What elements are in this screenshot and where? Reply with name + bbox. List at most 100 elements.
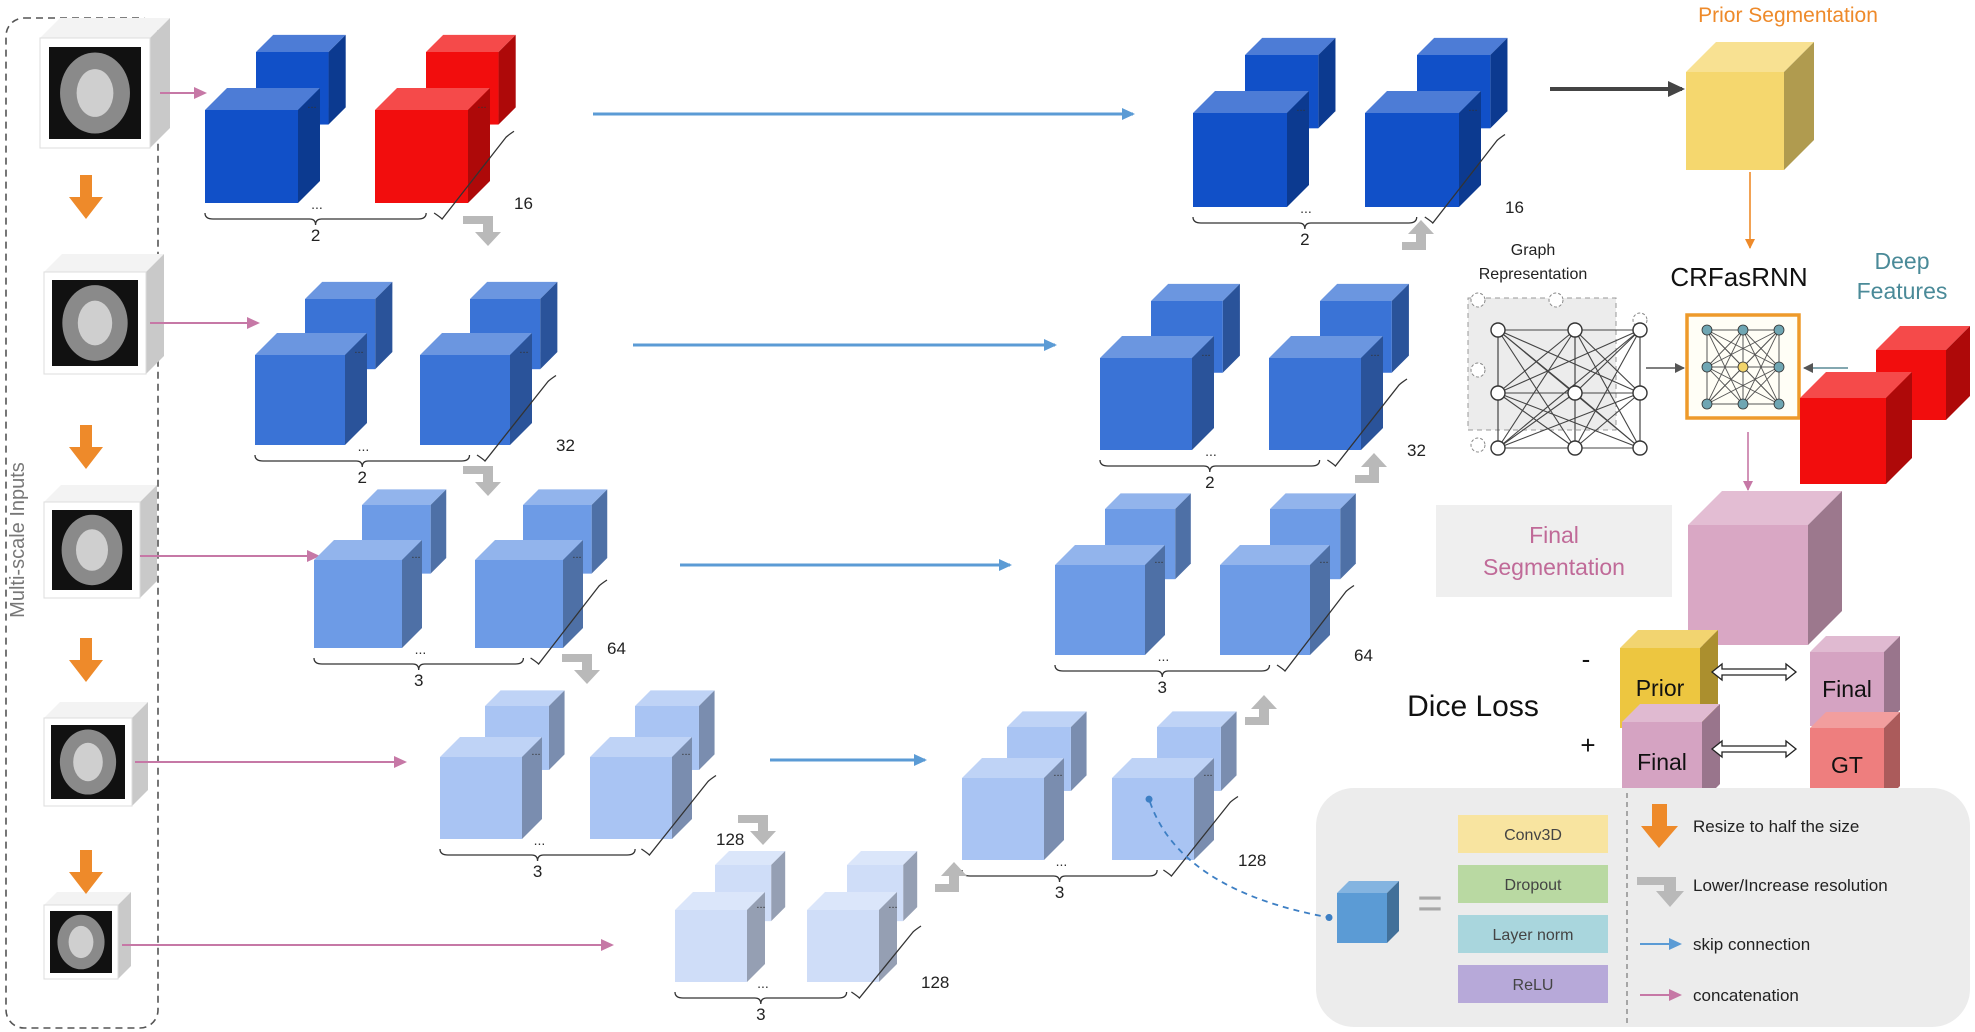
brain-center [68, 925, 94, 959]
gray-step-arrow-icon [1637, 877, 1684, 907]
encoder-channel-brace [530, 579, 608, 665]
double-arrow-icon [1710, 662, 1798, 682]
final-segmentation-line1: Final [1529, 522, 1579, 548]
block-layer [1458, 865, 1608, 903]
encoder-ellipsis: ... [519, 344, 528, 356]
cube-side [402, 540, 422, 648]
decoder-count-label: 3 [1055, 883, 1064, 902]
encoder-cube [440, 737, 542, 839]
cube-top [1157, 711, 1237, 727]
legend-label: Resize to half the size [1693, 817, 1859, 836]
cube-top [1193, 91, 1309, 113]
cube-top [1810, 712, 1900, 728]
encoder-path: .........216.........232.........364....… [204, 34, 949, 1024]
decoder-count-label: 2 [1300, 230, 1309, 249]
encoder-ellipsis: ... [681, 746, 690, 758]
scan-side [132, 702, 148, 806]
cube-top [440, 737, 542, 757]
crf-node [1773, 398, 1785, 410]
cube-top [962, 758, 1064, 778]
cube-front [675, 910, 747, 982]
crf-edge [1742, 366, 1780, 405]
gray-step-arrow-icon [935, 862, 967, 892]
encoder-cube [590, 737, 692, 839]
encoder-channel-brace [641, 774, 717, 856]
crf-node [1737, 398, 1749, 410]
resize-arrows [69, 175, 103, 894]
graph-edge [1497, 329, 1576, 394]
block-layer-label: Layer norm [1493, 927, 1574, 944]
cube-front [1193, 113, 1287, 207]
encoder-cube [375, 88, 490, 203]
cube-top [1337, 881, 1399, 893]
encoder-ellipsis: ... [415, 641, 427, 657]
decoder-count-label: 3 [1158, 678, 1167, 697]
input-scan-2 [43, 254, 164, 375]
encoder-level-3: .........364 [313, 489, 626, 690]
graph-node [1567, 385, 1583, 401]
cube-side [1459, 91, 1481, 207]
cube-top [420, 333, 532, 355]
encoder-count-brace [313, 657, 525, 671]
cube-top [314, 540, 422, 560]
cube-top [1007, 711, 1087, 727]
decoder-ellipsis: ... [1053, 767, 1062, 779]
crf-edge [1706, 366, 1780, 405]
decoder-ellipsis: ... [1296, 102, 1305, 114]
graph-node [1490, 322, 1506, 338]
cube-side [1222, 283, 1240, 373]
encoder-cube [807, 892, 897, 982]
cube-side [345, 333, 367, 445]
encoder-cube [255, 333, 367, 445]
cube-side [563, 540, 583, 648]
block-layer-label: Dropout [1505, 877, 1562, 894]
cube-side [1145, 545, 1165, 655]
decoder-ellipsis: ... [1468, 102, 1477, 114]
encoder-channel-label: 128 [921, 973, 949, 992]
dice-gt-cube-label: GT [1831, 752, 1863, 778]
encoder-level-1: .........216 [204, 34, 533, 245]
encoder-count-brace [204, 212, 427, 226]
legend-label: concatenation [1693, 986, 1799, 1005]
cube-top [1876, 326, 1970, 350]
cube-top [255, 333, 367, 355]
decoder-ellipsis: ... [1300, 200, 1312, 216]
deep-features-cubes [1800, 326, 1970, 484]
cube-top [1810, 636, 1900, 652]
deep-feature-cube [1800, 372, 1912, 484]
encoder-ellipsis: ... [572, 549, 581, 561]
crf-grid [1701, 324, 1785, 410]
cube-side [1884, 712, 1900, 802]
cube-side [328, 34, 346, 125]
deep-features-line2: Features [1857, 278, 1948, 304]
cube-side [375, 281, 393, 370]
decoder-level-2: .........232 [1099, 283, 1426, 492]
cube-top [305, 281, 393, 299]
cube-front [1100, 358, 1192, 450]
cube-side [747, 892, 765, 982]
decoder-cube [962, 758, 1064, 860]
block-layer [1458, 915, 1608, 953]
cube-top [1270, 493, 1356, 509]
cube-side [1070, 711, 1087, 791]
scan-side [118, 892, 131, 979]
graph-node [1490, 440, 1506, 456]
gray-step-arrow-icon [463, 216, 501, 246]
gray-step-arrow-icon [1355, 453, 1387, 483]
cube-front [314, 560, 402, 648]
decoder-count-brace [1054, 664, 1271, 678]
encoder-count-label: 3 [414, 671, 423, 690]
decoder-channel-label: 128 [1238, 851, 1266, 870]
decoder-ellipsis: ... [1370, 347, 1379, 359]
cube-front [420, 355, 510, 445]
encoder-level-2: .........232 [254, 281, 575, 487]
input-scans [39, 18, 170, 980]
dice-final-cube-label: Final [1637, 749, 1687, 775]
cube-top [375, 88, 490, 110]
decoder-cube [1220, 545, 1330, 655]
cube-top [847, 850, 918, 865]
cube-front [1365, 113, 1459, 207]
cube-top [485, 690, 565, 706]
